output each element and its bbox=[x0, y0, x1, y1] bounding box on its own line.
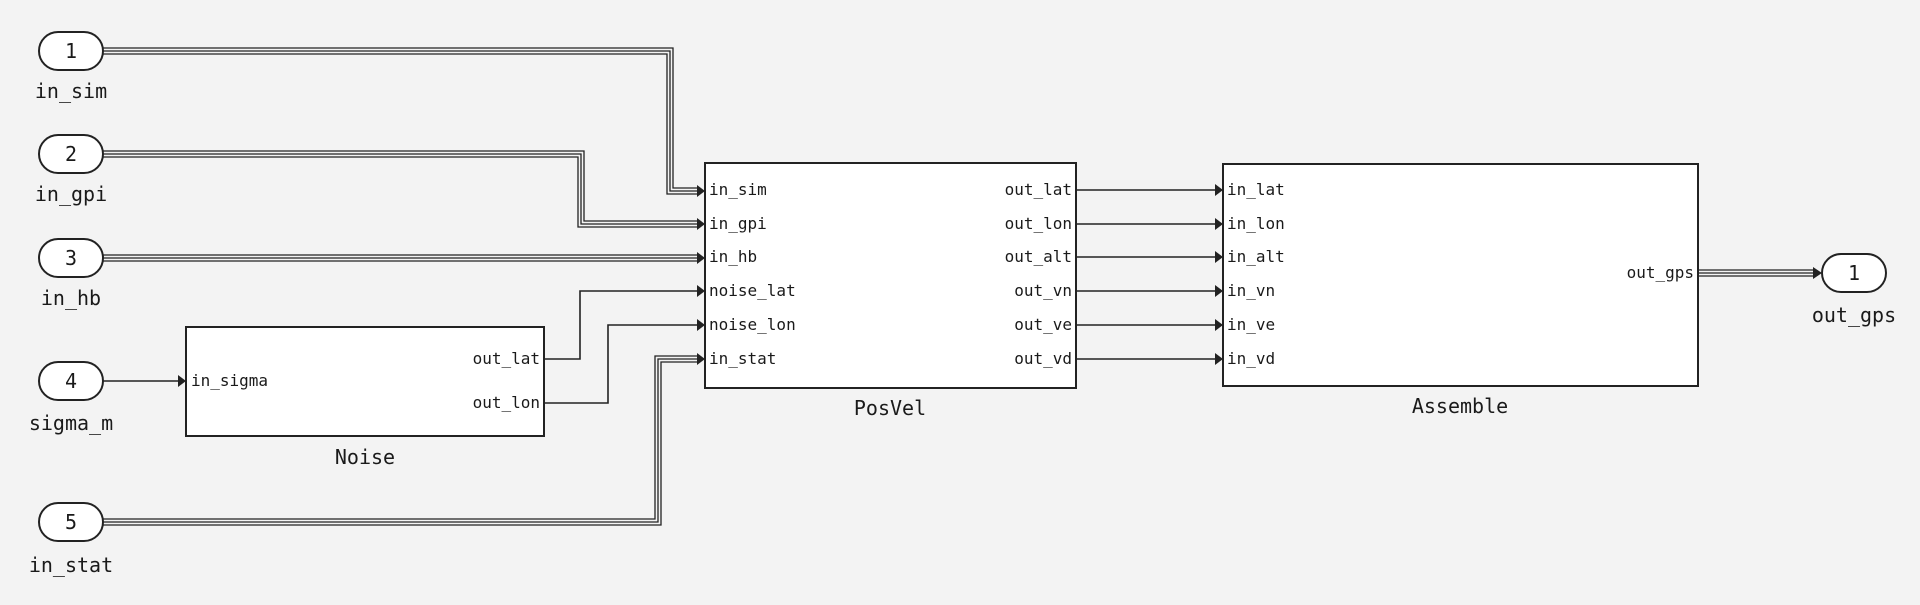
posvel-out-ve: out_ve bbox=[1014, 315, 1072, 334]
bus-in-sim[interactable] bbox=[103, 47, 705, 197]
signal-noise-lat[interactable] bbox=[544, 285, 705, 360]
bus-in-sim-arrow bbox=[697, 185, 705, 197]
inport-2[interactable]: 2 in_gpi bbox=[35, 134, 107, 206]
signal-sigma-m-arrow bbox=[178, 375, 186, 387]
outport-1[interactable]: 1 out_gps bbox=[1812, 253, 1896, 327]
inport-3-number: 3 bbox=[65, 246, 77, 270]
outport-1-number: 1 bbox=[1848, 261, 1860, 285]
posvel-out-vd: out_vd bbox=[1014, 349, 1072, 368]
inport-4-label: sigma_m bbox=[29, 411, 113, 435]
signal-lat-arrow bbox=[1215, 184, 1223, 196]
posvel-block-title: PosVel bbox=[854, 396, 926, 420]
noise-out-lon: out_lon bbox=[473, 393, 540, 412]
signal-sigma-m[interactable] bbox=[103, 375, 186, 387]
bus-out-gps-arrow bbox=[1813, 267, 1822, 279]
assemble-block-title: Assemble bbox=[1412, 394, 1508, 418]
posvel-block[interactable]: in_sim in_gpi in_hb noise_lat noise_lon … bbox=[704, 162, 1077, 420]
posvel-noise-lon: noise_lon bbox=[709, 315, 796, 334]
assemble-in-alt: in_alt bbox=[1227, 247, 1285, 266]
assemble-in-lon: in_lon bbox=[1227, 214, 1285, 233]
inport-2-number: 2 bbox=[65, 142, 77, 166]
noise-out-lat: out_lat bbox=[473, 349, 540, 368]
signal-vn-arrow bbox=[1215, 285, 1223, 297]
posvel-in-sim: in_sim bbox=[709, 180, 767, 199]
bus-in-hb[interactable] bbox=[103, 252, 705, 264]
posvel-in-hb: in_hb bbox=[709, 247, 757, 266]
posvel-out-vn: out_vn bbox=[1014, 281, 1072, 300]
assemble-in-vd: in_vd bbox=[1227, 349, 1275, 368]
posvel-out-lon: out_lon bbox=[1005, 214, 1072, 233]
posvel-in-stat: in_stat bbox=[709, 349, 776, 368]
inport-4[interactable]: 4 sigma_m bbox=[29, 361, 113, 435]
noise-block-title: Noise bbox=[335, 445, 395, 469]
posvel-noise-lat: noise_lat bbox=[709, 281, 796, 300]
signal-vd-arrow bbox=[1215, 353, 1223, 365]
posvel-out-lat: out_lat bbox=[1005, 180, 1072, 199]
signal-alt-arrow bbox=[1215, 251, 1223, 263]
bus-in-hb-arrow bbox=[697, 252, 705, 264]
assemble-in-ve: in_ve bbox=[1227, 315, 1275, 334]
posvel-block-box[interactable] bbox=[704, 162, 1077, 389]
bus-in-stat[interactable] bbox=[103, 353, 705, 526]
signal-noise-lon-arrow bbox=[697, 319, 705, 331]
signal-lat[interactable] bbox=[1076, 184, 1223, 196]
assemble-out-gps: out_gps bbox=[1627, 263, 1694, 282]
posvel-out-alt: out_alt bbox=[1005, 247, 1072, 266]
inport-2-label: in_gpi bbox=[35, 182, 107, 206]
inport-5[interactable]: 5 in_stat bbox=[29, 502, 113, 577]
inport-1-number: 1 bbox=[65, 39, 77, 63]
outport-1-label: out_gps bbox=[1812, 303, 1896, 327]
bus-in-stat-arrow bbox=[697, 353, 705, 365]
assemble-in-vn: in_vn bbox=[1227, 281, 1275, 300]
inport-1-label: in_sim bbox=[35, 79, 107, 103]
bus-in-gpi-arrow bbox=[697, 218, 705, 230]
inport-3[interactable]: 3 in_hb bbox=[38, 238, 104, 310]
assemble-block-box[interactable] bbox=[1222, 163, 1699, 387]
noise-block[interactable]: in_sigma out_lat out_lon Noise bbox=[185, 326, 545, 469]
noise-block-box[interactable] bbox=[185, 326, 545, 437]
assemble-block[interactable]: in_lat in_lon in_alt in_vn in_ve in_vd o… bbox=[1222, 163, 1699, 418]
signal-noise-lat-arrow bbox=[697, 285, 705, 297]
signal-vn[interactable] bbox=[1076, 285, 1223, 297]
signal-ve[interactable] bbox=[1076, 319, 1223, 331]
signal-alt[interactable] bbox=[1076, 251, 1223, 263]
inport-5-label: in_stat bbox=[29, 553, 113, 577]
inport-5-number: 5 bbox=[65, 510, 77, 534]
posvel-in-gpi: in_gpi bbox=[709, 214, 767, 233]
signal-noise-lon[interactable] bbox=[544, 319, 705, 404]
signal-ve-arrow bbox=[1215, 319, 1223, 331]
assemble-in-lat: in_lat bbox=[1227, 180, 1285, 199]
signal-vd[interactable] bbox=[1076, 353, 1223, 365]
noise-in-sigma: in_sigma bbox=[191, 371, 268, 390]
signal-lon-arrow bbox=[1215, 218, 1223, 230]
signal-lon[interactable] bbox=[1076, 218, 1223, 230]
bus-in-gpi[interactable] bbox=[103, 150, 705, 230]
inport-3-label: in_hb bbox=[41, 286, 101, 310]
inport-1[interactable]: 1 in_sim bbox=[35, 31, 107, 103]
inport-4-number: 4 bbox=[65, 369, 77, 393]
bus-out-gps[interactable] bbox=[1698, 267, 1822, 279]
